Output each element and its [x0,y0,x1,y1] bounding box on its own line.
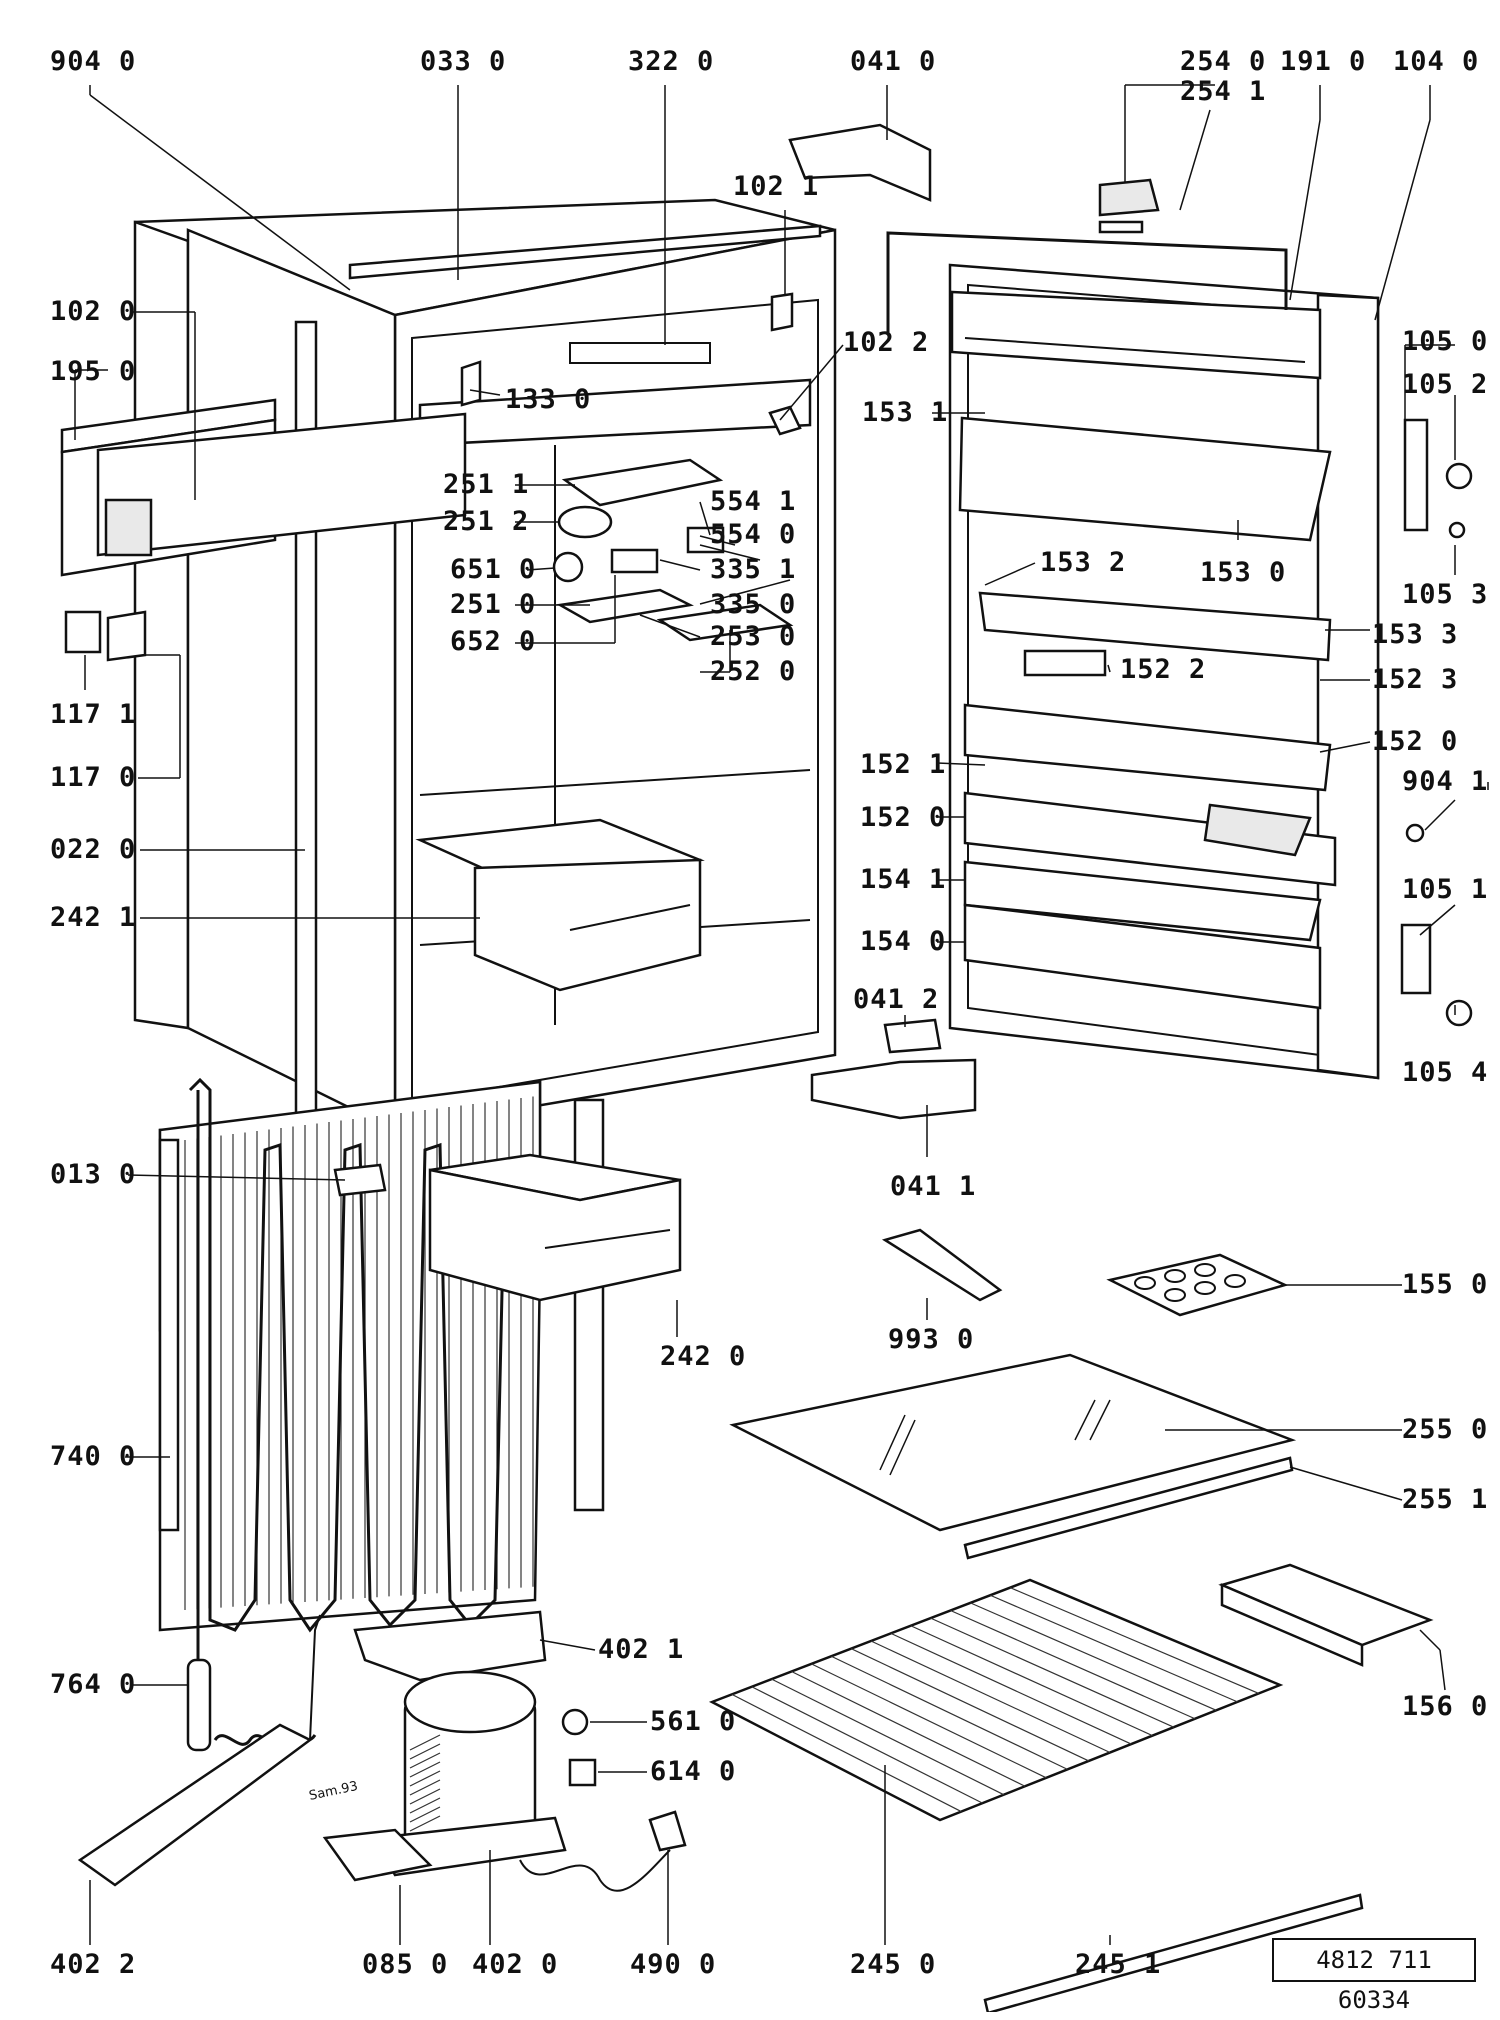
egg-tray [1106,1253,1289,1317]
part-label-651-0: 651 0 [450,554,537,585]
part-label-155-0: 155 0 [1402,1269,1489,1300]
compressor-mounting-bracket [77,1723,433,1887]
part-label-102-0: 102 0 [50,296,137,327]
scraper-tool [881,1228,1003,1302]
part-label-402-1: 402 1 [598,1634,685,1665]
part-label-013-0: 013 0 [50,1159,137,1190]
part-label-242-0: 242 0 [660,1341,747,1372]
part-label-554-1: 554 1 [710,486,797,517]
part-label-153-1: 153 1 [862,397,949,428]
part-label-554-0: 554 0 [710,519,797,550]
part-label-242-1: 242 1 [50,902,137,933]
wire-shelf [708,1578,1364,2012]
part-label-993-0: 993 0 [888,1324,975,1355]
part-label-335-1: 335 1 [710,554,797,585]
part-label-041-0: 041 0 [850,46,937,77]
part-label-105-1: 105 1 [1402,874,1489,905]
part-label-153-2: 153 2 [1040,547,1127,578]
part-label-652-0: 652 0 [450,626,537,657]
stamp-text: Sam.93 [308,1779,360,1804]
part-label-105-4: 105 4 [1402,1057,1489,1088]
part-label-252-0: 252 0 [710,656,797,687]
part-label-255-0: 255 0 [1402,1414,1489,1445]
part-label-022-0: 022 0 [50,834,137,865]
part-label-253-0: 253 0 [710,621,797,652]
part-label-152-2: 152 2 [1120,654,1207,685]
part-label-254-1: 254 1 [1180,76,1267,107]
part-label-153-0: 153 0 [1200,557,1287,588]
part-label-105-2: 105 2 [1402,369,1489,400]
part-label-490-0: 490 0 [630,1949,717,1980]
part-label-117-0: 117 0 [50,762,137,793]
part-label-254-0: 254 0 [1180,46,1267,77]
lamp-and-thermostat-assembly [552,292,802,642]
top-cover-panel [60,398,467,577]
part-label-335-0: 335 0 [710,589,797,620]
ice-cube-tray [1218,1563,1434,1667]
door-assembly [886,231,1380,1080]
part-label-041-2: 041 2 [853,984,940,1015]
part-label-041-1: 041 1 [890,1171,977,1202]
part-label-614-0: 614 0 [650,1756,737,1787]
part-label-251-2: 251 2 [443,506,530,537]
part-label-104-0: 104 0 [1393,46,1480,77]
leader-lines [74,84,1489,1945]
part-label-152-0-upper: 152 0 [1372,726,1459,757]
part-label-133-0: 133 0 [505,384,592,415]
part-label-255-1: 255 1 [1402,1484,1489,1515]
part-label-152-0-lower: 152 0 [860,802,947,833]
part-label-402-0: 402 0 [472,1949,559,1980]
part-label-154-1: 154 1 [860,864,947,895]
part-label-152-3: 152 3 [1372,664,1459,695]
door-small-parts [1098,178,1473,1027]
part-label-322-0: 322 0 [628,46,715,77]
part-label-156-0: 156 0 [1402,1691,1489,1722]
part-label-561-0: 561 0 [650,1706,737,1737]
part-label-152-1: 152 1 [860,749,947,780]
glass-shelf [729,1353,1297,1560]
part-label-251-1: 251 1 [443,469,530,500]
hinges [788,123,977,1120]
document-number-box: 4812 711 60334 [1272,1938,1476,2014]
crisper-drawer-lower [428,1153,682,1302]
part-label-251-0: 251 0 [450,589,537,620]
part-label-102-2: 102 2 [843,327,930,358]
part-label-402-2: 402 2 [50,1949,137,1980]
part-label-191-0: 191 0 [1280,46,1367,77]
part-label-195-0: 195 0 [50,356,137,387]
part-label-033-0: 033 0 [420,46,507,77]
part-label-153-3: 153 3 [1372,619,1459,650]
compressor [353,1610,687,1892]
part-label-154-0: 154 0 [860,926,947,957]
part-label-904-1: 904 1 [1402,766,1489,797]
part-label-740-0: 740 0 [50,1441,137,1472]
part-label-764-0: 764 0 [50,1669,137,1700]
part-label-904-0: 904 0 [50,46,137,77]
part-label-117-1: 117 1 [50,699,137,730]
part-label-105-0: 105 0 [1402,326,1489,357]
part-label-245-1: 245 1 [1075,1949,1162,1980]
part-label-102-1: 102 1 [733,171,820,202]
part-label-105-3: 105 3 [1402,579,1489,610]
part-label-085-0: 085 0 [362,1949,449,1980]
hinge-cover-parts [64,610,147,662]
crisper-drawer-upper [415,818,705,992]
part-label-245-0: 245 0 [850,1949,937,1980]
